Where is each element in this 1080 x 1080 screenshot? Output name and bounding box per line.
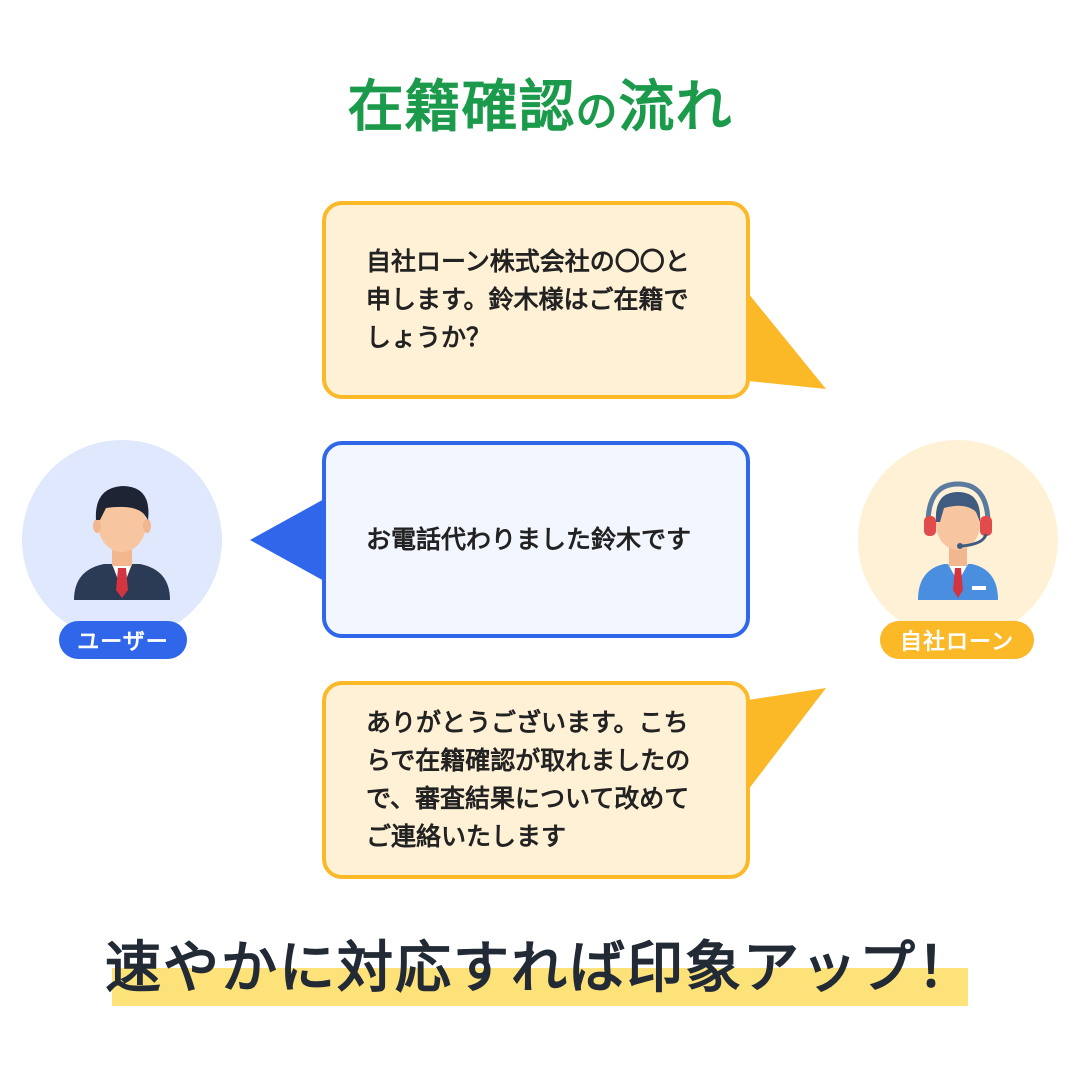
footer-message: 速やかに対応すれば印象アップ！ [105,936,975,1001]
bubble-text: お電話代わりました鈴木です [366,524,692,554]
footer-highlight [112,968,968,1006]
title-particle: の [575,87,619,136]
company-label: 自社ローン [880,621,1034,659]
speech-tail-right [748,293,826,389]
speech-tail-right [748,688,826,790]
speech-bubble-company-1: 自社ローン株式会社の〇〇と申します。鈴木様はご在籍でしょうか？ [322,201,750,399]
operator-headset-icon [918,481,998,600]
user-avatar [22,440,222,640]
title-main: 在籍確認 [347,75,576,140]
user-label: ユーザー [59,621,187,659]
page-title: 在籍確認の流れ [0,72,1080,148]
bubble-text: ありがとうございます。こちらで在籍確認が取れましたので、審査結果について改めてご… [366,708,691,851]
company-avatar [858,440,1058,640]
speech-bubble-user: お電話代わりました鈴木です [322,441,750,638]
bubble-text: 自社ローン株式会社の〇〇と申します。鈴木様はご在籍でしょうか？ [366,247,690,352]
speech-tail-left [250,498,326,582]
businessman-icon [74,486,170,600]
title-end: 流れ [618,75,733,140]
speech-bubble-company-2: ありがとうございます。こちらで在籍確認が取れましたので、審査結果について改めてご… [322,681,750,879]
